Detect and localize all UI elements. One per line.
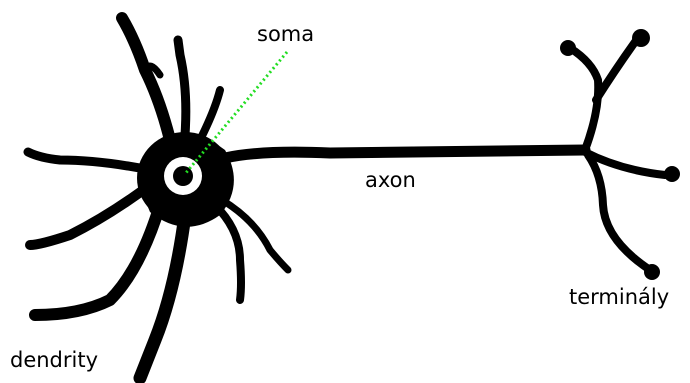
neuron xyxy=(28,18,680,378)
axon-terminal-bouton xyxy=(664,166,680,182)
dendrite xyxy=(30,185,150,245)
axon-label: axon xyxy=(365,170,416,191)
axon-terminal-bouton xyxy=(644,264,660,280)
axon-fiber xyxy=(225,150,585,158)
axon-terminal-bouton xyxy=(560,40,576,56)
dendrites-label: dendrity xyxy=(10,350,98,371)
dendrite xyxy=(200,90,220,140)
dendrite xyxy=(215,205,241,300)
dendrite xyxy=(122,18,170,140)
dendrite xyxy=(178,40,186,135)
axon-terminal-branch xyxy=(596,42,635,100)
dendrite xyxy=(28,152,150,170)
axon-terminal-bouton xyxy=(632,29,650,47)
soma-label: soma xyxy=(257,24,314,45)
terminals-label: terminály xyxy=(569,287,669,308)
